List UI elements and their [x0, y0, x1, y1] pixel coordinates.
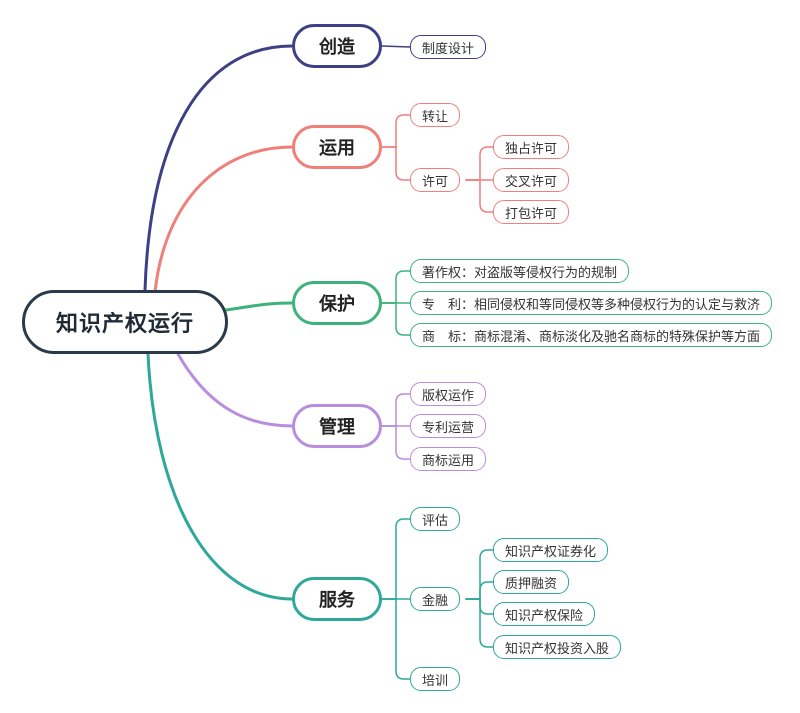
topic-patent-operation[interactable]: 专利运营	[410, 414, 487, 438]
connector-finance-0	[465, 549, 494, 600]
connector-protect-0	[381, 270, 411, 304]
topic-pledge-financing[interactable]: 质押融资	[493, 570, 570, 594]
connector-apply-0	[381, 114, 411, 148]
branch-protect[interactable]: 保护	[292, 281, 382, 325]
topic-training[interactable]: 培训	[410, 667, 461, 691]
topic-system-design[interactable]: 制度设计	[410, 35, 487, 59]
topic-package-license[interactable]: 打包许可	[493, 200, 570, 224]
connector-manage-2	[381, 425, 411, 460]
connector-root-protect	[224, 301, 294, 312]
connector-root-apply	[153, 145, 294, 294]
branch-create[interactable]: 创造	[292, 24, 382, 68]
topic-patent[interactable]: 专 利：相同侵权和等同侵权等多种侵权行为的认定与救济	[410, 291, 773, 315]
branch-apply[interactable]: 运用	[292, 125, 382, 169]
connector-finance-1	[465, 581, 494, 600]
connector-create-0	[381, 45, 411, 48]
topic-trademark-use[interactable]: 商标运用	[410, 447, 487, 471]
topic-finance[interactable]: 金融	[410, 587, 461, 611]
connector-root-create	[143, 44, 294, 292]
branch-manage[interactable]: 管理	[292, 404, 382, 448]
topic-transfer[interactable]: 转让	[410, 103, 461, 127]
topic-trademark[interactable]: 商 标：商标混淆、商标淡化及驰名商标的特殊保护等方面	[410, 323, 773, 347]
topic-copyright[interactable]: 著作权：对盗版等侵权行为的规制	[410, 259, 630, 283]
topic-cross-license[interactable]: 交叉许可	[493, 168, 570, 192]
connector-service-0	[381, 518, 411, 600]
topic-ip-securitization[interactable]: 知识产权证券化	[493, 538, 609, 562]
connector-manage-0	[381, 393, 411, 427]
topic-copyright-operation[interactable]: 版权运作	[410, 382, 487, 406]
topic-license[interactable]: 许可	[410, 168, 461, 192]
branch-service[interactable]: 服务	[292, 577, 382, 621]
topic-ip-insurance[interactable]: 知识产权保险	[493, 602, 596, 626]
connector-root-service	[146, 352, 294, 601]
connector-root-manage	[176, 352, 294, 428]
connector-apply-1	[381, 146, 411, 181]
connector-license-2	[465, 179, 494, 213]
connector-service-2	[381, 598, 411, 680]
connector-license-0	[465, 146, 494, 181]
topic-exclusive-license[interactable]: 独占许可	[493, 135, 570, 159]
topic-ip-investment[interactable]: 知识产权投资入股	[493, 635, 622, 659]
connector-finance-3	[465, 598, 494, 648]
connector-protect-2	[381, 302, 411, 336]
topic-evaluation[interactable]: 评估	[410, 507, 461, 531]
root-topic[interactable]: 知识产权运行	[22, 290, 228, 354]
